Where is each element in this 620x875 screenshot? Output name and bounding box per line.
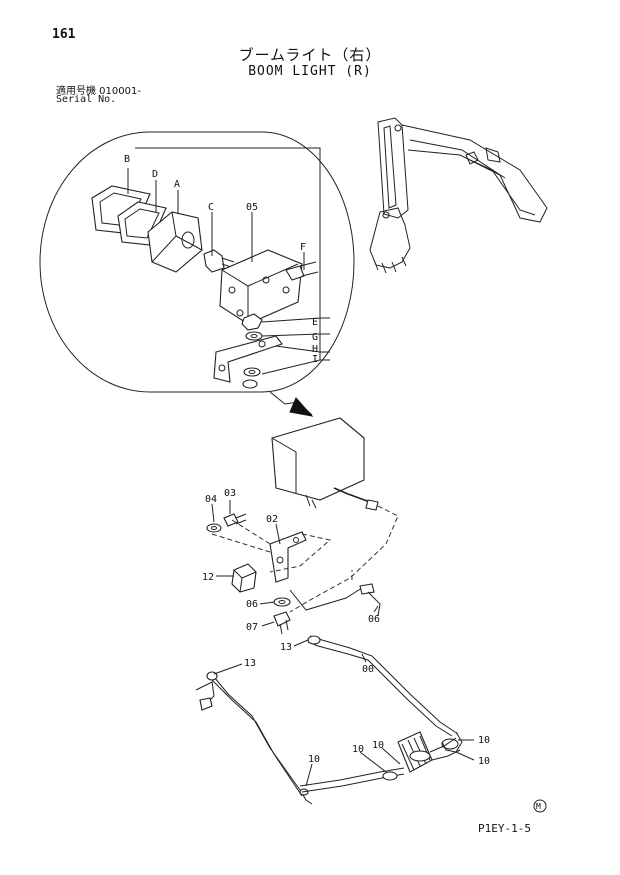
balloon-leader-lines [127, 147, 330, 375]
connector-bundle [397, 731, 461, 773]
washer-i [242, 367, 261, 389]
page-number: 161 [52, 27, 76, 42]
callout-g: G [312, 332, 318, 343]
callout-d: D [152, 169, 158, 180]
lamp-lens-a [147, 211, 203, 273]
bolt-03 [223, 513, 247, 527]
callout-02: 02 [266, 514, 278, 525]
circled-m-letter: M [536, 802, 541, 811]
callout-06-cable: 06 [368, 614, 380, 625]
callout-06-washer: 06 [246, 599, 258, 610]
callout-12: 12 [202, 572, 214, 583]
main-harness-00 [307, 635, 463, 753]
callout-00: 00 [362, 664, 374, 675]
bolt-07 [273, 611, 291, 635]
callout-04: 04 [205, 494, 217, 505]
serial-label-english: Serial No. [56, 94, 117, 105]
callout-13-upper: 13 [280, 642, 292, 653]
light-harness [289, 487, 399, 613]
circled-m-mark: M [533, 799, 547, 813]
callout-b: B [124, 154, 130, 165]
assembled-boom-light [271, 417, 365, 509]
page-title-japanese: ブームライト（右） [238, 46, 382, 64]
block-12 [231, 563, 257, 593]
lower-harness [195, 671, 405, 805]
bracket-dashed-mounting [211, 519, 332, 573]
callout-10-d: 10 [478, 735, 490, 746]
callout-c: C [208, 202, 214, 213]
lower-leader-lines [211, 500, 475, 787]
callout-10-a: 10 [308, 754, 320, 765]
washer-04 [206, 523, 222, 533]
detail-balloon [39, 131, 355, 417]
callout-05: 05 [246, 202, 258, 213]
cable-06 [289, 570, 381, 617]
nut-e [241, 313, 263, 331]
bolt-f [285, 261, 319, 281]
callout-e: E [312, 317, 318, 328]
washer-g [245, 331, 263, 341]
callout-10-e: 10 [478, 756, 490, 767]
page-title-english: BOOM LIGHT (R) [248, 64, 372, 79]
callout-07: 07 [246, 622, 258, 633]
excavator-boom-thumbnail [369, 117, 548, 274]
callout-13-lower: 13 [244, 658, 256, 669]
figure-code: P1EY-1-5 [478, 822, 531, 835]
lamp-housing-05 [219, 249, 303, 325]
washer-06 [273, 597, 291, 607]
callout-10-c: 10 [372, 740, 384, 751]
bracket-02 [269, 531, 307, 583]
callout-i: I [312, 354, 318, 365]
callout-h: H [312, 344, 318, 355]
serial-applicability-japanese: 適用号機 010001- [56, 86, 141, 97]
callout-03: 03 [224, 488, 236, 499]
callout-10-b: 10 [352, 744, 364, 755]
callout-a: A [174, 179, 180, 190]
callout-f: F [300, 242, 306, 253]
